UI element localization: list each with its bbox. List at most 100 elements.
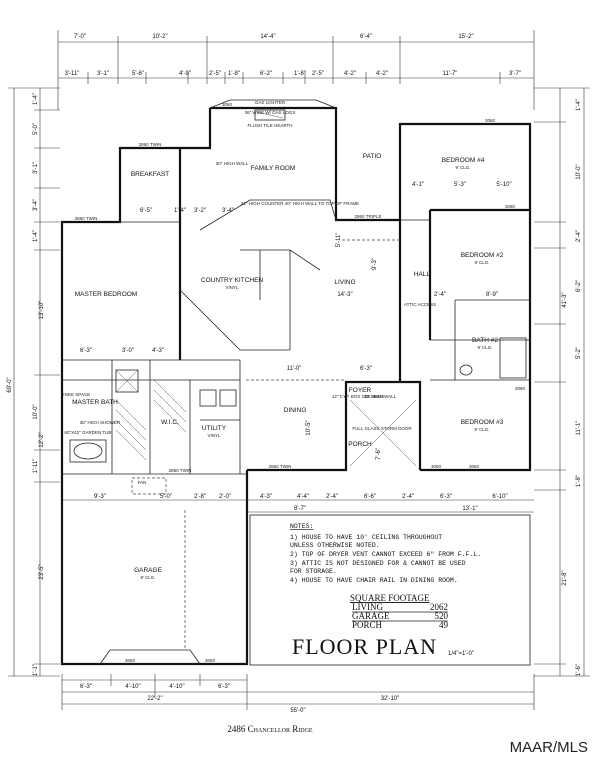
- note-counter: 42" HIGH COUNTER 40" HIGH WALL TO TOP OF…: [241, 201, 359, 206]
- window-2: 2860 TWIN: [139, 142, 162, 147]
- window-4: 3060: [485, 118, 496, 123]
- dim-gar-9: 2'-4": [402, 494, 414, 500]
- dim-int-1: 6'-5": [140, 208, 152, 214]
- dim-bottom-1: 6'-3": [80, 684, 92, 690]
- window-12: 3060: [205, 658, 216, 663]
- note-gas-logs: 36" WIDE W/ GAS LOGS: [245, 110, 296, 115]
- note-line-1: 1) HOUSE TO HAVE 10' CEILING THROUGHOUT: [290, 534, 442, 541]
- dim-int-9: 4'-3": [152, 348, 164, 354]
- title-block: NOTES: 1) HOUSE TO HAVE 10' CEILING THRO…: [249, 514, 531, 666]
- dim-top2-3: 5'-6": [132, 71, 144, 77]
- room-master-bedroom: MASTER BEDROOM: [75, 291, 137, 298]
- dim-int-4: 3'-4": [222, 208, 234, 214]
- dim-left-9: 1'-11": [33, 459, 39, 474]
- room-breakfast: BREAKFAST: [131, 171, 169, 178]
- room-bedroom-3: BEDROOM #3: [461, 419, 504, 426]
- dim-int-17: 2'-4": [434, 292, 446, 298]
- dim-int-18: 10'-5": [306, 420, 312, 435]
- dim-top-3: 14'-4": [260, 34, 275, 40]
- note-flush-tile: FLUSH TILE HEARTH: [247, 123, 292, 128]
- window-13: 3060: [515, 386, 526, 391]
- dim-int-15: 5'-3": [454, 182, 466, 188]
- dim-top2-10: 4'-2": [344, 71, 356, 77]
- dim-left-1: 1'-4": [33, 93, 39, 105]
- room-labels: FAMILY ROOM BREAKFAST PATIO BEDROOM #4 9…: [72, 153, 504, 580]
- fixtures: [69, 109, 527, 467]
- dim-bottom-7: 55'-0": [290, 708, 305, 714]
- top-dim-row1-labels: 7'-0" 10'-2" 14'-4" 6'-4" 15'-2": [74, 34, 474, 40]
- room-utility: UTILITY: [202, 425, 227, 432]
- dim-gar-6: 4'-4": [297, 494, 309, 500]
- dim-left-4: 3'-4": [33, 199, 39, 211]
- mls-watermark: MAAR/MLS: [510, 739, 588, 756]
- dim-right-9: 1'-6": [576, 664, 582, 676]
- dim-right-2: 10'-0": [576, 164, 582, 179]
- dim-gar2-2: 13'-1": [462, 506, 477, 512]
- dim-gar-4: 2'-0": [219, 494, 231, 500]
- room-bath-2: BATH #2: [472, 337, 498, 344]
- dim-bottom-4: 6'-3": [218, 684, 230, 690]
- dim-top-2: 10'-2": [152, 34, 167, 40]
- room-bedroom-4-clg: 9' CLG.: [455, 165, 470, 170]
- dim-left-6: 13'-10": [39, 301, 45, 320]
- dim-int-13: 8'-9": [486, 292, 498, 298]
- dim-left-11: 1'-1": [33, 664, 39, 676]
- plan-scale: 1/4"=1'-0": [448, 651, 474, 657]
- dim-left-7: 10'-0": [33, 404, 39, 419]
- dim-int-3: 3'-2": [194, 208, 206, 214]
- sqft-garage-value: 520: [435, 611, 449, 621]
- note-garden-tub: 60"X42" GARDEN TUB: [65, 430, 112, 435]
- dim-int-19: 7'-6": [376, 448, 382, 460]
- dim-right-outer: 41'-3": [562, 292, 568, 307]
- dim-right-8: 21'-8": [562, 570, 568, 585]
- dim-gar-5: 4'-3": [260, 494, 272, 500]
- room-foyer: FOYER: [349, 387, 372, 394]
- note-gas-lighter: GAS LIGHTER: [255, 100, 286, 105]
- garage-area: [61, 500, 201, 665]
- dim-left-8: 12'-2": [39, 432, 45, 447]
- room-country-kitchen: COUNTRY KITCHEN: [201, 277, 264, 284]
- window-1: 3060: [222, 102, 233, 107]
- window-6: 2860 TRIPLE: [355, 214, 382, 219]
- dim-int-6: 14'-3": [337, 292, 352, 298]
- dim-gar-8: 6'-6": [364, 494, 376, 500]
- square-footage-table: SQUARE FOOTAGE LIVING 2062 GARAGE 520 PO…: [350, 593, 449, 630]
- dim-top-4: 6'-4": [360, 34, 372, 40]
- room-master-bath: MASTER BATH: [72, 399, 118, 406]
- dim-top2-8: 1'-8": [294, 71, 306, 77]
- sqft-porch-label: PORCH: [352, 620, 383, 630]
- note-wall-30: 30" HIGH WALL: [364, 394, 397, 399]
- garden-tub: [69, 439, 107, 463]
- window-labels: 3060 2860 TWIN 2860 TWIN 3060 3060 2860 …: [75, 102, 526, 663]
- dim-top2-13: 3'-7": [509, 71, 521, 77]
- interior-walls: [62, 148, 530, 475]
- note-line-6: 4) HOUSE TO HAVE CHAIR RAIL IN DINING RO…: [290, 577, 458, 584]
- note-shower: 36" HIGH SHOWER: [80, 420, 121, 425]
- dim-right-3: 2'-4": [576, 230, 582, 242]
- note-full-glass: FULL GLASS STORM DOOR: [352, 426, 412, 431]
- dim-gar2-1: 8'-7": [294, 506, 306, 512]
- window-5: 3060: [505, 204, 516, 209]
- dim-left-3: 3'-1": [33, 162, 39, 174]
- note-knee-space: KNEE SPACE: [62, 392, 90, 397]
- dim-top2-7: 6'-2": [260, 71, 272, 77]
- window-9: 3060: [469, 464, 480, 469]
- dim-gar-2: 5'-0": [160, 494, 172, 500]
- window-3: 2860 TWIN: [75, 216, 98, 221]
- dim-left-2: 5'-0": [33, 123, 39, 135]
- dim-top2-5: 2'-5": [209, 71, 221, 77]
- dim-left-outer: 69'-0": [7, 377, 13, 392]
- dim-top-1: 7'-0": [74, 34, 86, 40]
- note-columns: 12" CYP. BOX COLUMNS: [332, 394, 384, 399]
- note-line-3: 2) TOP OF DRYER VENT CANNOT EXCEED 6" FR…: [290, 551, 481, 558]
- dim-right-4: 6'-2": [576, 280, 582, 292]
- room-garage: GARAGE: [134, 567, 162, 574]
- dim-right-6: 11'-1": [576, 421, 582, 436]
- dim-int-14: 4'-1": [412, 182, 424, 188]
- annotations: GAS LIGHTER 36" WIDE W/ GAS LOGS FLUSH T…: [62, 100, 436, 495]
- dim-top-5: 15'-2": [458, 34, 473, 40]
- left-dimension-lines: [8, 87, 60, 677]
- window-7: 2860 TWIN: [269, 464, 292, 469]
- garage-dim-row: 9'-3" 5'-0" 2'-8" 2'-0" 4'-3" 4'-4" 2'-4…: [62, 494, 534, 513]
